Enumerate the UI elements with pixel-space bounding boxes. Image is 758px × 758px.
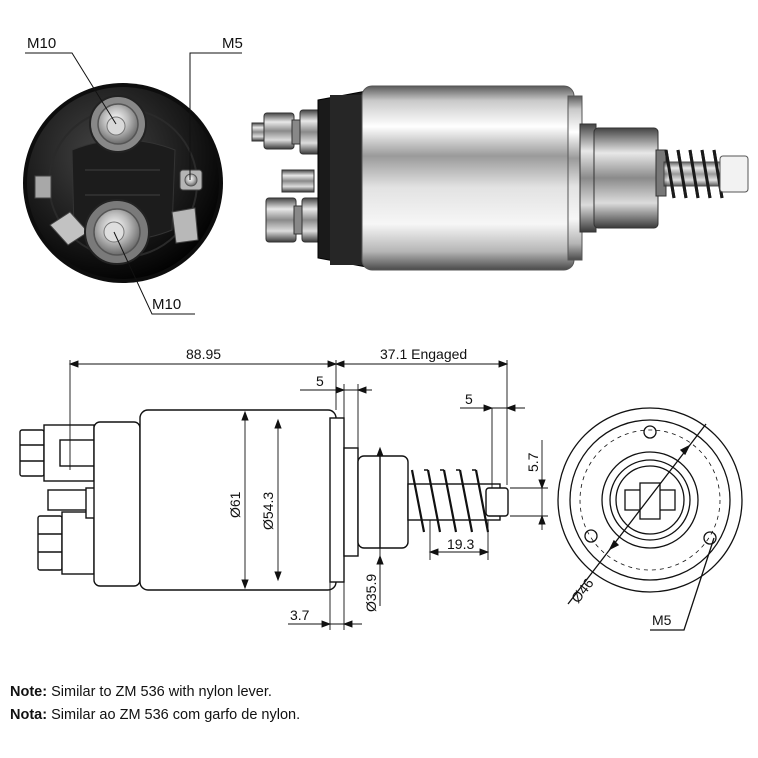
note-label-pt: Nota: [10, 707, 48, 723]
dim-overall-length: 88.95 [186, 346, 221, 362]
label-m10-top: M10 [27, 35, 56, 52]
note-portuguese: Nota: Similar ao ZM 536 com garfo de nyl… [10, 704, 300, 727]
side-view-drawing [19, 409, 509, 591]
label-m10-bottom: M10 [152, 296, 181, 313]
dim-plunger-height: 5.7 [525, 452, 541, 472]
end-cap-photo [23, 83, 223, 283]
dim-mount-hole: M5 [652, 612, 672, 628]
notes: Note: Similar to ZM 536 with nylon lever… [10, 681, 300, 727]
side-view-photo [251, 85, 749, 271]
front-view-drawing [557, 407, 743, 631]
dim-nose-diameter: Ø35.9 [363, 574, 379, 612]
dim-mount-diameter: Ø46 [568, 575, 597, 606]
side-dimension-lines [68, 360, 548, 630]
note-text-pt: Similar ao ZM 536 com garfo de nylon. [47, 707, 301, 723]
top-terminal-bolt [89, 95, 147, 153]
dim-flange-thickness: 3.7 [290, 607, 310, 623]
photo-leaders [25, 52, 242, 315]
dim-spring-length: 19.3 [447, 536, 474, 552]
note-text-en: Similar to ZM 536 with nylon lever. [47, 684, 272, 700]
dim-flange-offset: 5 [316, 373, 324, 389]
dim-engaged-travel: 37.1 Engaged [380, 346, 467, 362]
label-m5-photo: M5 [222, 35, 243, 52]
note-label-en: Note: [10, 684, 48, 700]
note-english: Note: Similar to ZM 536 with nylon lever… [10, 681, 300, 704]
dim-inner-diameter: Ø54.3 [260, 492, 276, 530]
small-terminal-m5 [34, 169, 203, 199]
dim-plunger-offset: 5 [465, 391, 473, 407]
dim-body-diameter: Ø61 [227, 491, 243, 518]
